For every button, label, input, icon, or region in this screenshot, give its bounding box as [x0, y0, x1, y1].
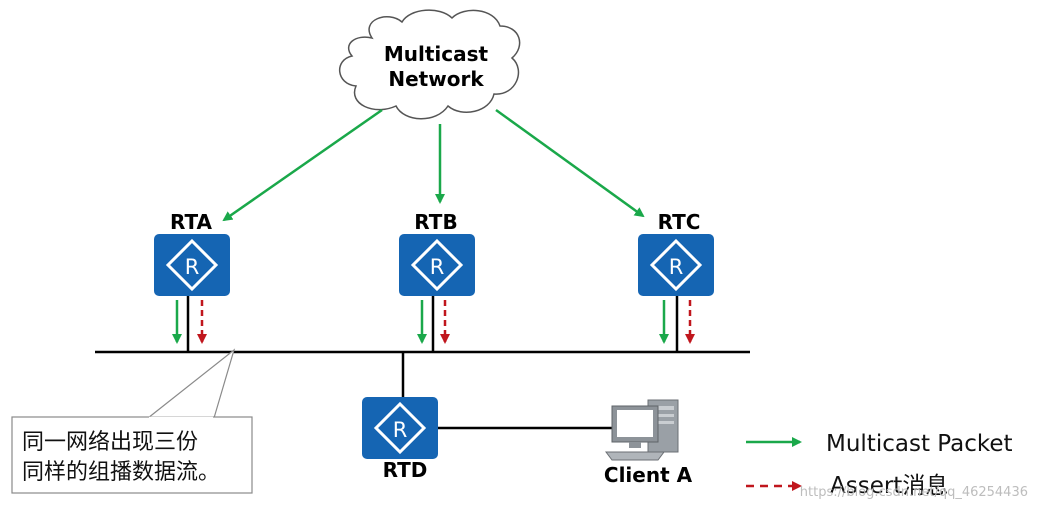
- cloud-to-rta-arrow: [222, 108, 383, 222]
- router-icon: R: [397, 232, 477, 298]
- legend-assert-label: Assert消息: [830, 473, 948, 499]
- router-rta: RTA R: [152, 210, 232, 298]
- legend: Multicast Packet Assert消息: [746, 431, 1013, 499]
- rtd-label: RTD: [383, 458, 428, 482]
- router-rtd: R RTD: [360, 395, 440, 482]
- callout-line1: 同一网络出现三份: [22, 430, 198, 455]
- cloud-shape: [339, 9, 521, 120]
- rta-label: RTA: [170, 210, 213, 234]
- router-rtc: RTC R: [636, 210, 716, 298]
- cloud-label-line1: Multicast: [384, 42, 489, 66]
- router-rtb: RTB R: [397, 210, 477, 298]
- multicast-network-cloud: Multicast Network: [339, 9, 521, 120]
- router-glyph: R: [393, 418, 408, 442]
- computer-icon: [605, 399, 679, 461]
- callout-line2: 同样的组播数据流。: [22, 460, 220, 485]
- router-glyph: R: [185, 255, 200, 279]
- router-glyph: R: [430, 255, 445, 279]
- callout-box: 同一网络出现三份 同样的组播数据流。: [11, 416, 253, 494]
- router-icon: R: [152, 232, 232, 298]
- rtb-label: RTB: [414, 210, 457, 234]
- cloud-to-rtc-arrow: [495, 108, 645, 218]
- legend-multicast-label: Multicast Packet: [826, 431, 1013, 457]
- rtc-label: RTC: [658, 210, 701, 234]
- cloud-label-line2: Network: [388, 67, 484, 91]
- router-glyph: R: [669, 255, 684, 279]
- callout-pointer: [147, 348, 236, 419]
- client-a-label: Client A: [604, 463, 693, 487]
- watermark: https://blog.csdn.net/qq_46254436: [800, 485, 1028, 500]
- router-icon: R: [636, 232, 716, 298]
- client-a: Client A: [604, 399, 693, 487]
- router-icon: R: [360, 395, 440, 461]
